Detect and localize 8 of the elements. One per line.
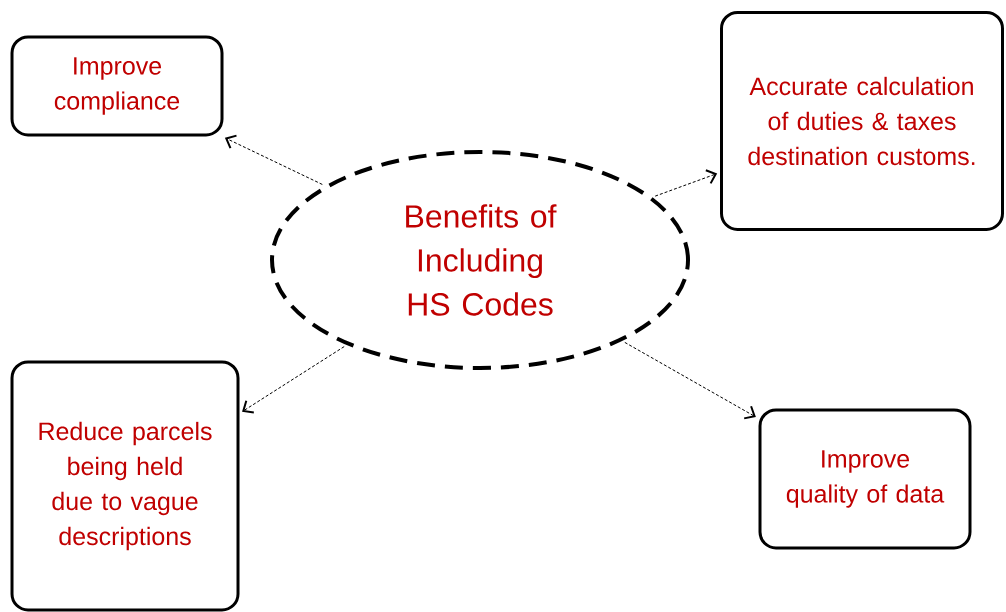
rounded-box: Accurate calculation of duties & taxes destination customs. [720,11,1004,231]
arrow [624,341,756,420]
arrow [654,169,718,197]
rounded-box: Reduce parcels being held due to vague descriptions [10,360,240,612]
rounded-box: Improve quality of data [758,408,972,550]
rounded-box: Improve compliance [10,35,224,137]
arrow [242,346,345,414]
arrow [224,134,323,185]
